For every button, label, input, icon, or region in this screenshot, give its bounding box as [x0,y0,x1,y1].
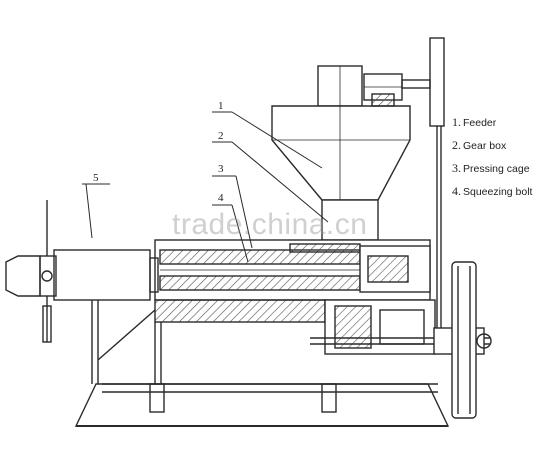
legend-item-feeder: 1.Feeder [452,115,497,129]
callout-2: 2 [218,130,224,142]
callout-1: 1 [218,100,224,112]
callout-4: 4 [218,192,224,204]
legend-item-squeezing-bolt: 4.Squeezing bolt [452,184,533,198]
top-gearbox [363,37,445,330]
watermark-text: trade.china.cn [172,208,368,241]
legend-item-gear-box: 2.Gear box [452,138,507,152]
legend: 1.Feeder 2.Gear box 3.Pressing cage 4.Sq… [452,116,546,208]
callout-5: 5 [93,172,99,184]
barrel [154,239,431,323]
legend-item-pressing-cage: 3.Pressing cage [452,161,530,175]
pulley [451,261,477,419]
shaft-left [5,200,159,343]
frame [74,300,450,427]
leader-lines [82,111,329,263]
callout-3: 3 [218,163,224,175]
